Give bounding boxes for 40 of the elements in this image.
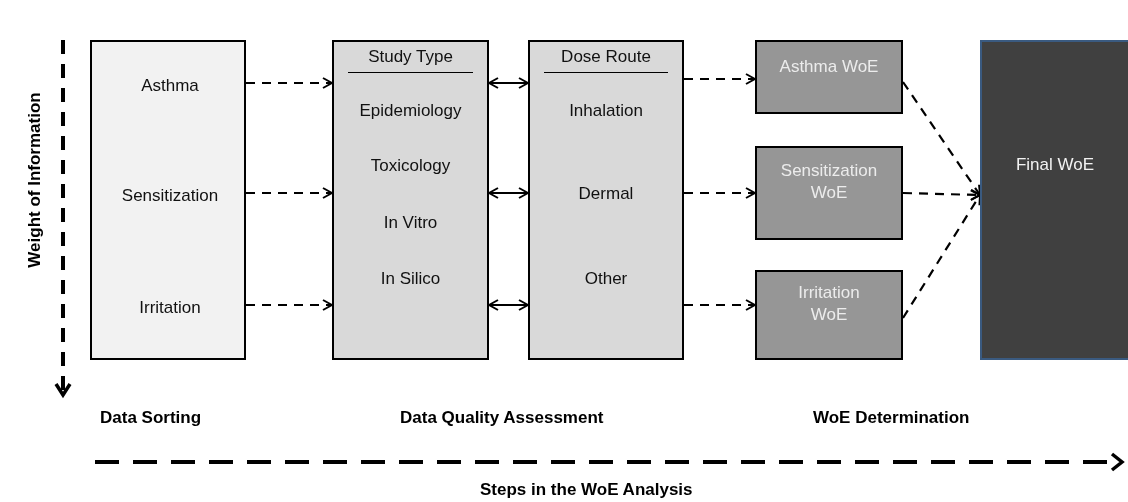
arrow [684, 73, 756, 85]
box-text: Irritation WoE [797, 282, 861, 327]
box-text: Asthma WoE [779, 56, 879, 78]
list-item: Inhalation [568, 100, 644, 122]
arrow [246, 187, 333, 199]
arrow [488, 299, 529, 311]
category-label: Asthma [92, 73, 248, 99]
list-item: In Vitro [382, 212, 439, 234]
result-box [755, 40, 903, 114]
axis-label: Weight of Information [25, 91, 45, 270]
group-box [90, 40, 246, 360]
final-box [980, 40, 1128, 360]
box-text: Sensitization WoE [779, 160, 879, 205]
box-text: Final WoE [1015, 154, 1095, 176]
stage-label: WoE Determination [813, 408, 970, 428]
result-box [755, 146, 903, 240]
list-item: Dermal [577, 183, 635, 205]
list-item: Other [583, 268, 629, 290]
arrow [246, 77, 333, 89]
category-label: Sensitization [92, 183, 248, 209]
result-box [755, 270, 903, 360]
arrow [246, 299, 333, 311]
arrow [902, 81, 981, 196]
arrow [684, 299, 756, 311]
column-heading: Study Type [348, 46, 473, 74]
arrow [684, 187, 756, 199]
stage-label: Steps in the WoE Analysis [480, 480, 693, 500]
list-item: Toxicology [369, 155, 452, 177]
list-item: In Silico [379, 268, 442, 290]
stage-label: Data Sorting [100, 408, 202, 428]
category-box [332, 40, 489, 360]
category-box [528, 40, 684, 360]
arrow [902, 194, 981, 319]
category-label: Irritation [92, 295, 248, 321]
arrow [488, 187, 529, 199]
stage-label: Data Quality Assessment [400, 408, 604, 428]
arrow [488, 77, 529, 89]
arrow [902, 188, 981, 201]
column-heading: Dose Route [544, 46, 668, 74]
list-item: Epidemiology [358, 100, 463, 122]
